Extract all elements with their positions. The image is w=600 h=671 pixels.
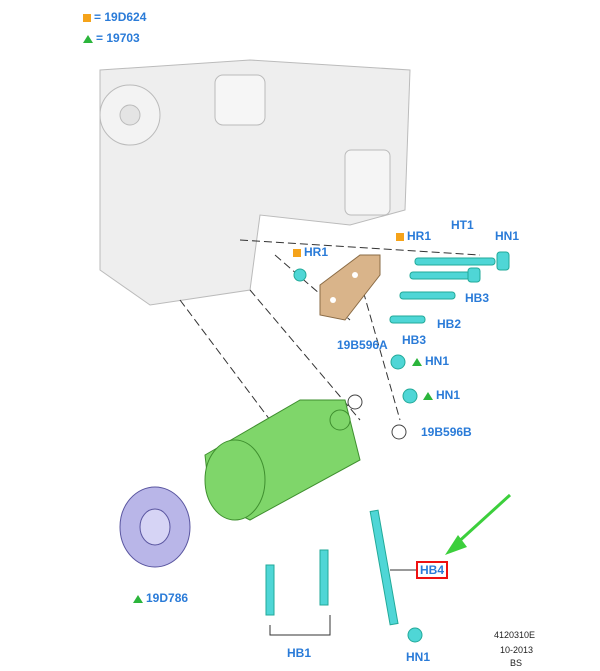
triangle-icon [412,357,422,366]
triangle-icon [423,391,433,400]
legend-square-icon [83,13,91,22]
engine-block [99,59,411,306]
gasket [319,254,381,321]
label-hn1-mid2: HN1 [423,388,460,402]
legend-triangle-icon [83,34,93,43]
bolt-hb3-right [409,267,481,283]
label-19d786: 19D786 [133,591,188,605]
label-hn1-bottom: HN1 [406,650,431,664]
label-19b596b: 19B596B [421,425,472,439]
label-19b596a: 19B596A [337,338,388,352]
label-hr1-left: HR1 [293,245,328,259]
label-hb1: HB1 [287,646,312,660]
label-hb2: HB2 [437,317,462,331]
nut-hn1-bottom [407,627,423,643]
legend-item-19703: = 19703 [83,31,140,45]
label-hr1-right: HR1 [396,229,431,243]
nut-hr1-left [293,268,307,282]
guide-lines [179,239,481,461]
footer-date: 10-2013 [500,645,534,655]
footer-code: 4120310E [494,630,536,640]
label-hn1-top: HN1 [495,229,520,243]
nut-hn1-mid2 [402,388,418,404]
square-icon [396,232,404,241]
compressor [204,399,361,521]
legend-item-19d624: = 19D624 [83,10,146,24]
pointer-arrow [445,493,512,555]
label-hb3-left: HB3 [402,333,427,347]
label-hb4-highlighted: HB4 [415,561,449,579]
washer-19b596b [391,424,407,440]
bolts-hb1 [265,549,329,616]
bolt-ht1 [414,251,510,271]
washer-19b596a [347,394,363,410]
bolt-hb2 [399,291,456,300]
triangle-icon [133,594,143,603]
label-hb3-right: HB3 [465,291,490,305]
square-icon [293,248,301,257]
bolt-hb3-left [389,315,426,324]
footer-initials: BS [510,658,523,668]
label-ht1: HT1 [451,218,474,232]
pulley [119,486,191,568]
bolt-hb4 [369,509,399,626]
label-hn1-mid1: HN1 [412,354,449,368]
hb1-bracket [269,615,331,636]
nut-hn1-mid1 [390,354,406,370]
